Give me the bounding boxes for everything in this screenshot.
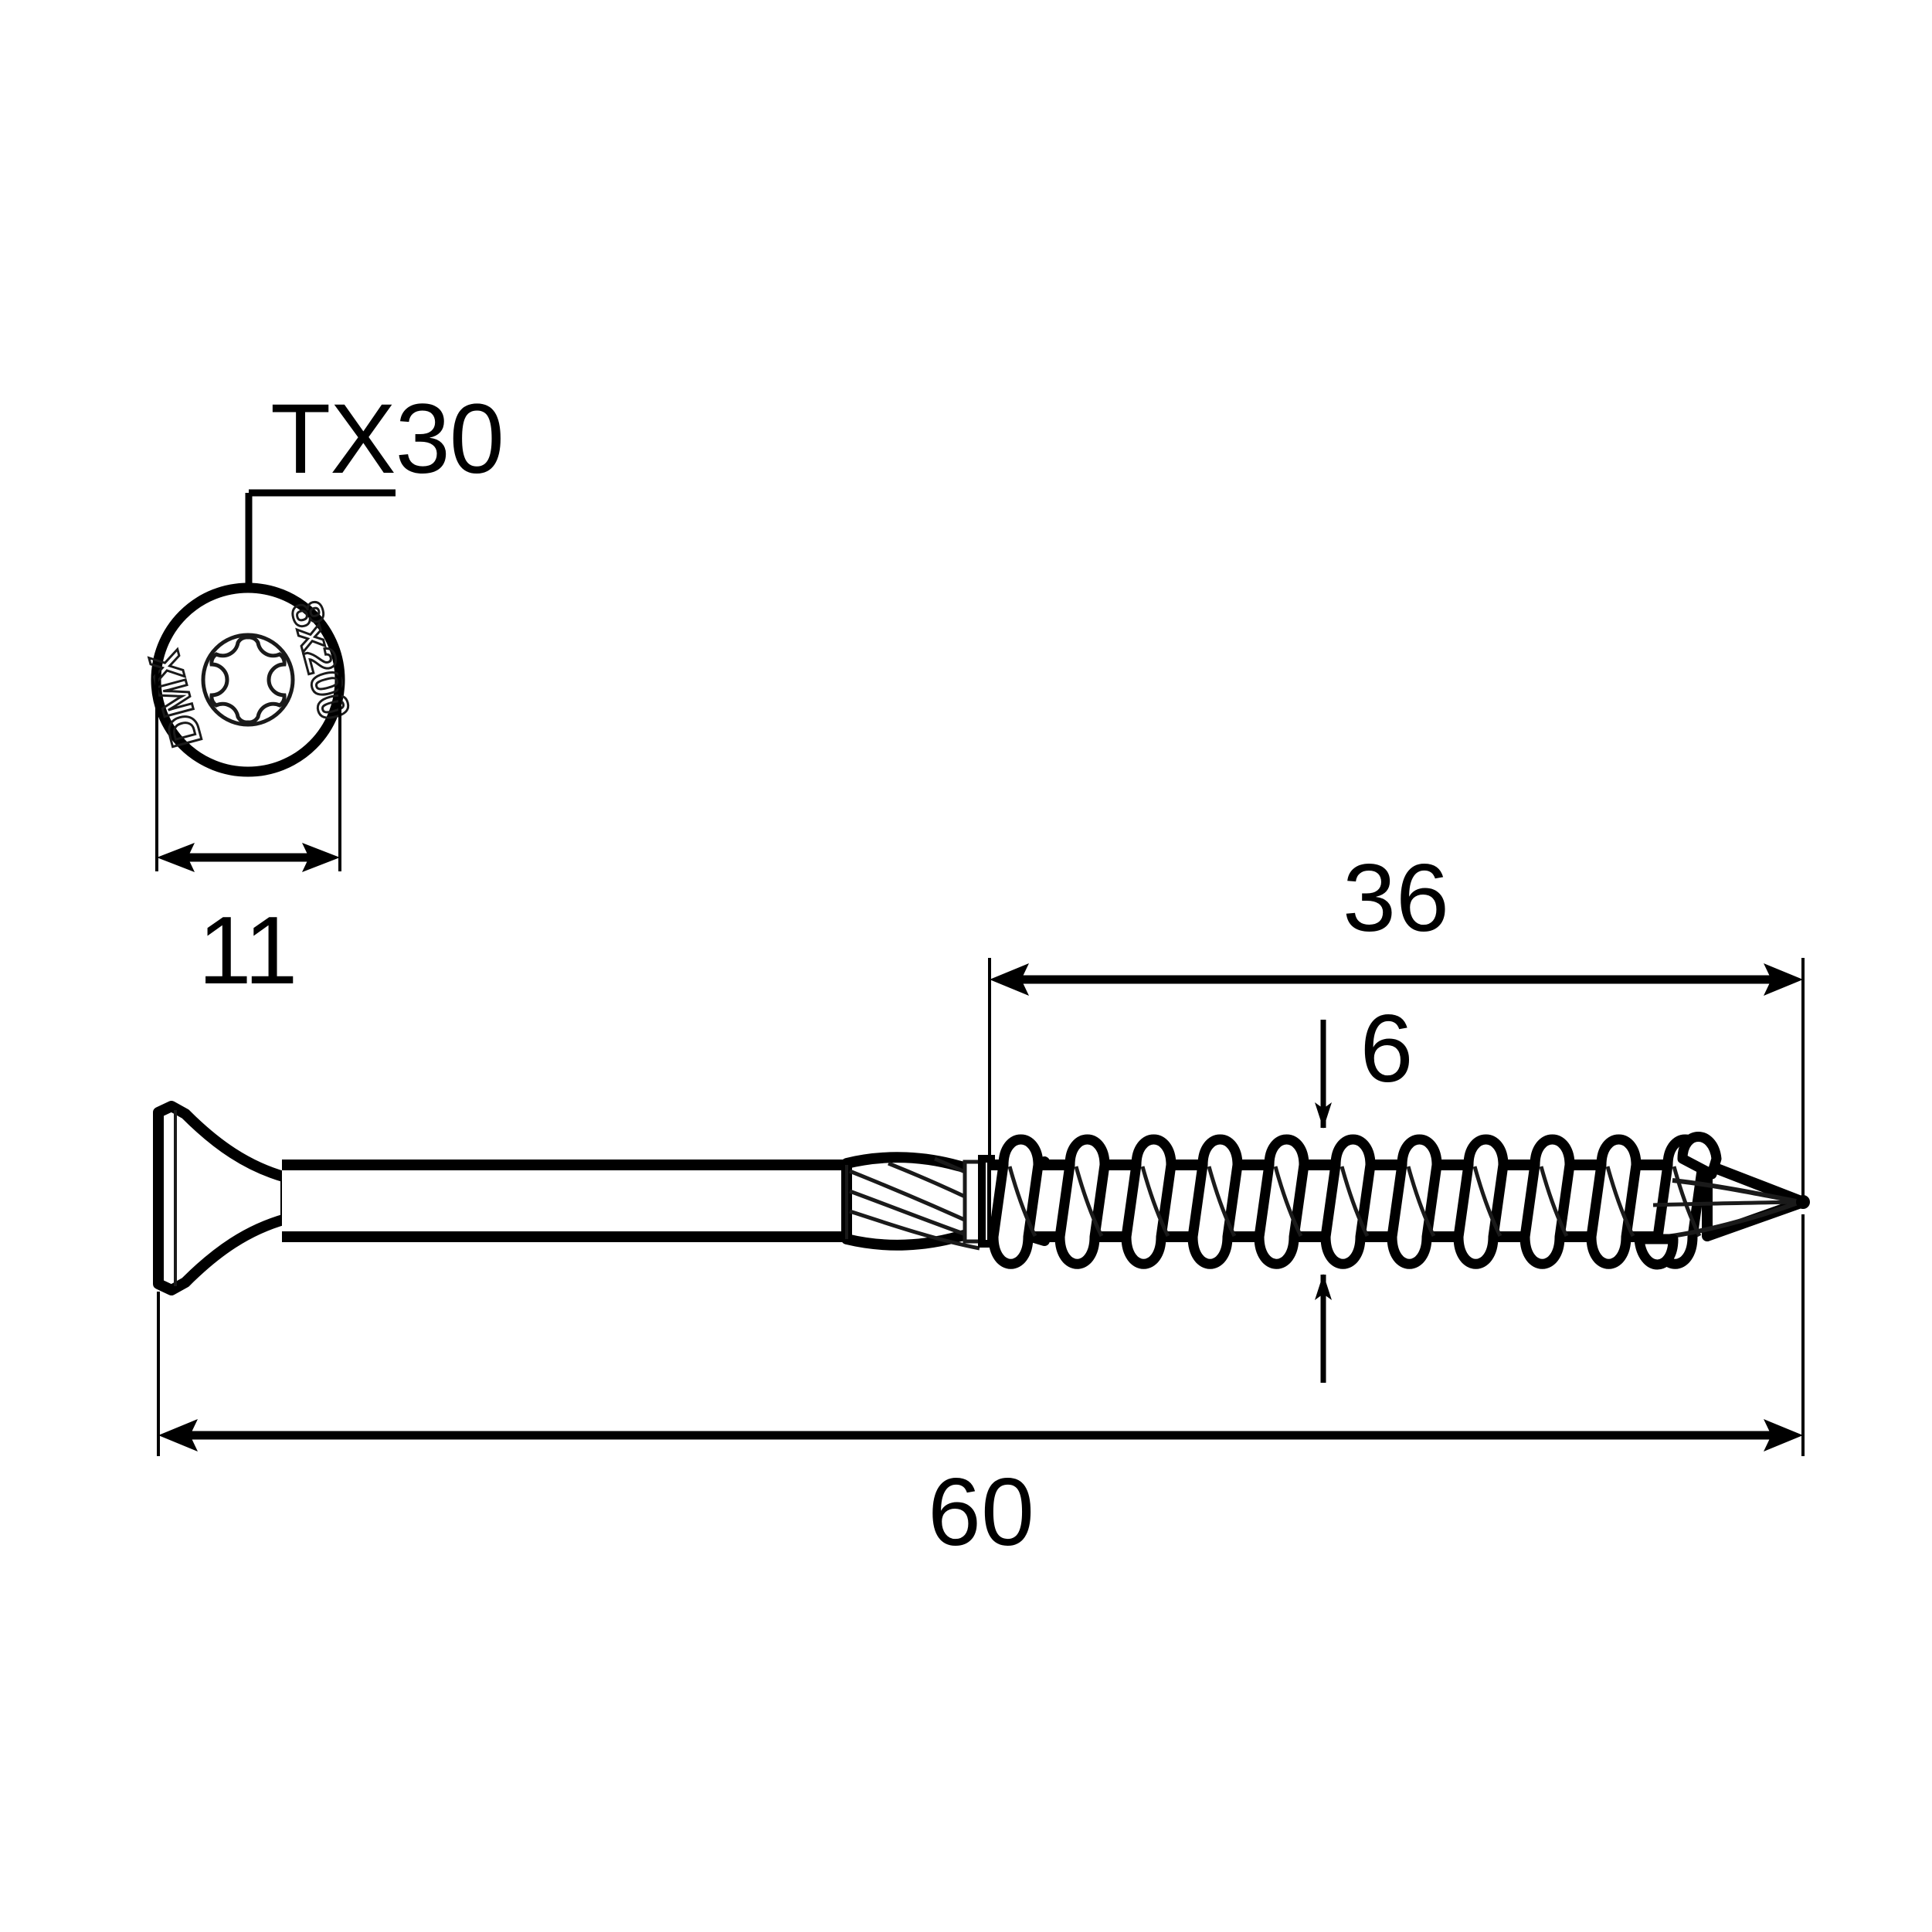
screw-side-view: [153, 1101, 1810, 1295]
head-top-view: TX30 DMX 8x200 11: [138, 384, 504, 1004]
total-length-dimension-line: [158, 1419, 1803, 1452]
tx30-callout-label: TX30: [270, 384, 504, 494]
thread-length-dimension-value: 36: [1343, 845, 1449, 952]
head-diameter-dimension-line: [157, 843, 340, 872]
screw-tip: [1634, 1132, 1810, 1270]
head-diameter-dimension-value: 11: [199, 898, 298, 1004]
thread-length-dimension: 36: [988, 845, 1805, 1205]
screw-shank: [282, 1160, 850, 1242]
total-length-dimension-value: 60: [928, 1459, 1034, 1566]
torx-socket-icon: [201, 633, 295, 727]
thread-diameter-dimension-value: 6: [1360, 996, 1414, 1102]
thread-diameter-dimension: 6: [1315, 996, 1414, 1383]
thread-length-dimension-line: [990, 963, 1803, 996]
total-length-dimension: 60: [157, 1214, 1805, 1566]
